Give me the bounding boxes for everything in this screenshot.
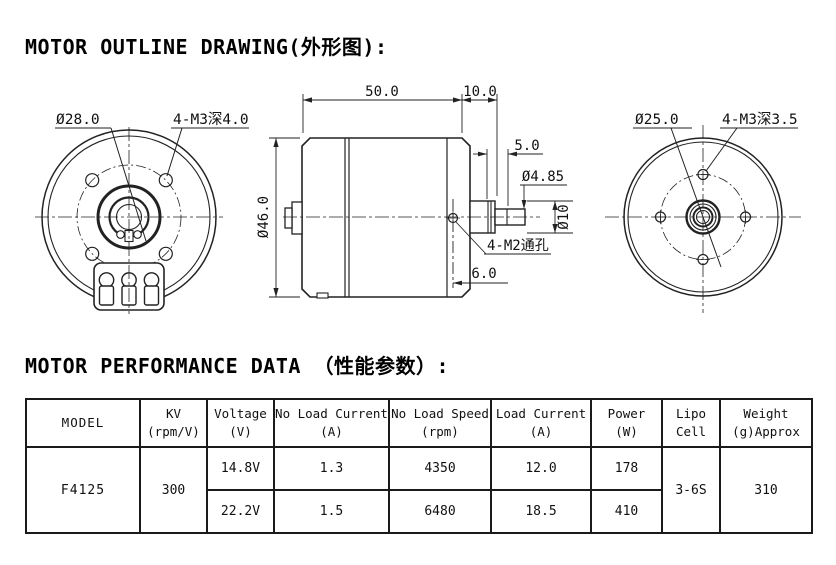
side-view: 50.0 10.0 Ø46.0 5.0: [256, 84, 573, 299]
side-view-dimensions: 50.0 10.0 Ø46.0 5.0: [256, 84, 573, 298]
cell-load-current-1: 12.0: [490, 446, 592, 491]
header-weight: Weight(g)Approx: [719, 398, 813, 448]
through-holes-label: 4-M2通孔: [487, 238, 549, 254]
connector-3pin: [93, 262, 165, 311]
rear-mounting-holes-label: 4-M3深3.5: [722, 111, 798, 128]
rear-view-labels: Ø25.0 4-M3深3.5: [633, 111, 798, 268]
cell-load-current-2: 18.5: [490, 489, 592, 534]
cell-no-load-current-2: 1.5: [273, 489, 390, 534]
shaft-step-dim: 5.0: [514, 138, 539, 154]
table-row: F4125 300 14.8V 1.3 4350 12.0 178 3-6S 3…: [25, 446, 813, 534]
cell-kv: 300: [139, 446, 208, 534]
cell-voltage-2: 22.2V: [206, 489, 275, 534]
header-load-current: Load Current(A): [490, 398, 592, 448]
boss-diameter-dim: Ø10: [556, 204, 572, 229]
header-no-load-speed: No Load Speed(rpm): [388, 398, 492, 448]
hole-offset-dim: 6.0: [471, 266, 496, 282]
front-mounting-holes-label: 4-M3深4.0: [173, 111, 249, 128]
cell-no-load-current-1: 1.3: [273, 446, 390, 491]
header-model: MODEL: [25, 398, 141, 448]
header-power: Power(W): [590, 398, 663, 448]
retaining-ring-ear-hole: [133, 230, 142, 239]
shaft-extension-dim: 10.0: [463, 84, 497, 100]
header-no-load-current: No Load Current(A): [273, 398, 390, 448]
performance-table: MODEL KV(rpm/V) Voltage(V) No Load Curre…: [25, 398, 813, 534]
front-boss-diameter-label: Ø28.0: [56, 112, 100, 128]
outline-drawing-title: MOTOR OUTLINE DRAWING(外形图):: [25, 35, 388, 59]
rear-bolt-circle-label: Ø25.0: [635, 112, 679, 128]
retaining-ring-ear-hole: [116, 230, 125, 239]
performance-data-title: MOTOR PERFORMANCE DATA （性能参数）:: [25, 354, 449, 378]
header-kv: KV(rpm/V): [139, 398, 208, 448]
rear-shaft-stub-cap: [284, 207, 293, 229]
cell-power-1: 178: [590, 446, 663, 491]
cell-model: F4125: [25, 446, 141, 534]
front-view-labels: Ø28.0 4-M3深4.0: [55, 111, 249, 242]
cell-no-load-speed-1: 4350: [388, 446, 492, 491]
motor-outline-drawing: Ø28.0 4-M3深4.0: [35, 84, 801, 314]
body-diameter-dim: Ø46.0: [256, 196, 272, 238]
mounting-hole: [85, 246, 100, 261]
table-header-row: MODEL KV(rpm/V) Voltage(V) No Load Curre…: [25, 398, 813, 448]
body-length-dim: 50.0: [365, 84, 399, 100]
bottom-notch: [316, 292, 329, 299]
mounting-hole: [158, 173, 173, 188]
rear-shaft-stub: [291, 201, 303, 235]
shaft-diameter-dim: Ø4.85: [522, 169, 564, 185]
front-view: Ø28.0 4-M3深4.0: [35, 111, 249, 314]
cell-power-2: 410: [590, 489, 663, 534]
table-row: 22.2V 1.5 6480 18.5 410: [26, 489, 812, 534]
mounting-hole: [85, 173, 100, 188]
header-voltage: Voltage(V): [206, 398, 275, 448]
motor-body-outline: [301, 137, 471, 298]
cell-lipo-cell: 3-6S: [661, 446, 721, 534]
cell-no-load-speed-2: 6480: [388, 489, 492, 534]
rear-view: Ø25.0 4-M3深3.5: [605, 111, 801, 313]
mounting-hole: [158, 246, 173, 261]
cell-voltage-1: 14.8V: [206, 446, 275, 491]
cell-weight: 310: [719, 446, 813, 534]
